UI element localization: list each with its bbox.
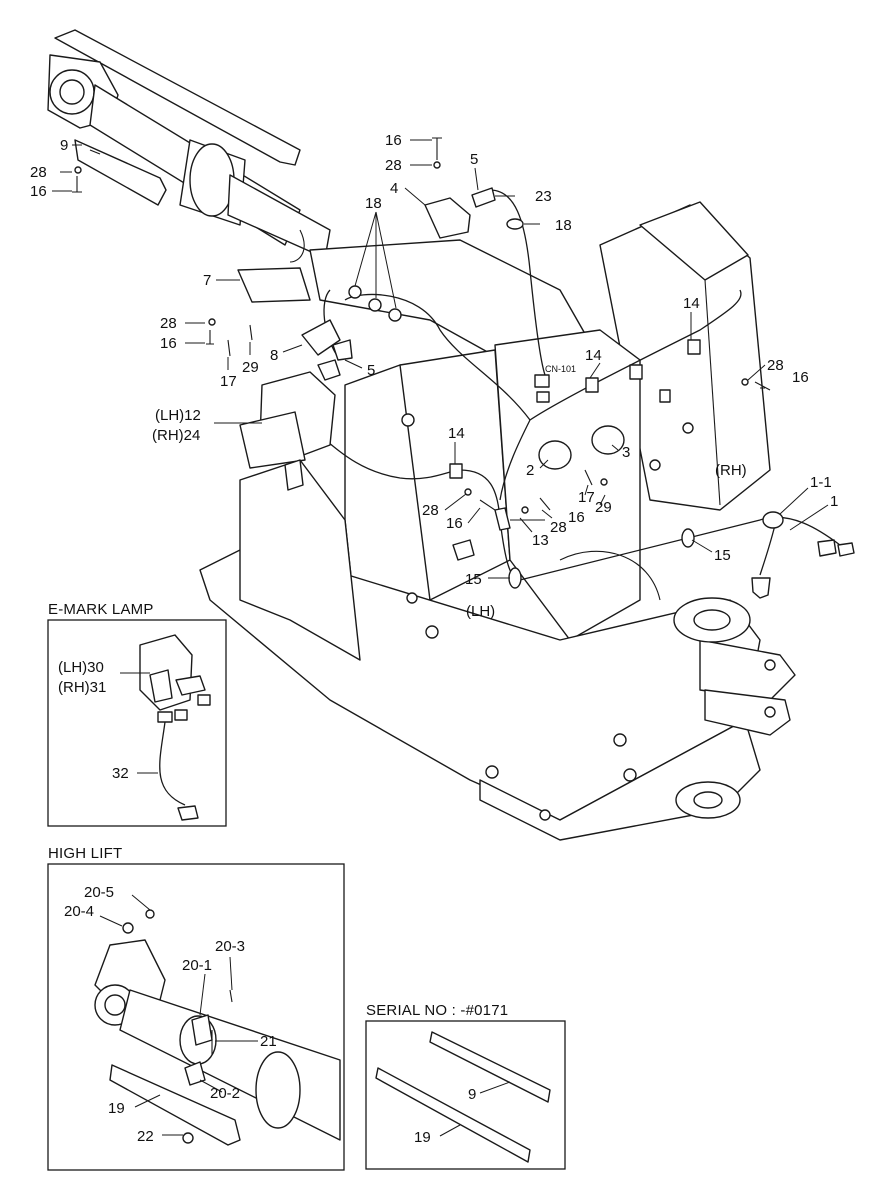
callout-29: 29 xyxy=(242,359,259,376)
callout-18: 18 xyxy=(365,195,382,212)
side-lh-label: (LH) xyxy=(466,603,495,620)
callout-20-3: 20-3 xyxy=(215,938,245,955)
side-rh-label: (RH) xyxy=(715,462,747,479)
boom-cylinder xyxy=(47,29,331,263)
callout-28: 28 xyxy=(767,357,784,374)
callout-5: 5 xyxy=(367,362,375,379)
callout-20-2: 20-2 xyxy=(210,1085,240,1102)
callout-32: 32 xyxy=(112,765,129,782)
callout-17: 17 xyxy=(220,373,237,390)
callout-16: 16 xyxy=(30,183,47,200)
callout-8: 8 xyxy=(270,347,278,364)
callout-9: 9 xyxy=(468,1086,476,1103)
callout-16: 16 xyxy=(160,335,177,352)
callout-21: 21 xyxy=(260,1033,277,1050)
serial-no-inset: SERIAL NO : -#0171 9 19 xyxy=(365,1002,566,1170)
callout-20-1: 20-1 xyxy=(182,957,212,974)
callout-1: 1 xyxy=(830,493,838,510)
inset-title: E-MARK LAMP xyxy=(48,601,154,618)
callout-14: 14 xyxy=(585,347,602,364)
callout-20-5: 20-5 xyxy=(84,884,114,901)
callout-3: 3 xyxy=(622,444,630,461)
callout-16: 16 xyxy=(385,132,402,149)
component-parts xyxy=(72,137,855,599)
callout-14: 14 xyxy=(683,295,700,312)
callout-23: 23 xyxy=(535,188,552,205)
leader-lines xyxy=(52,139,829,579)
callout-7: 7 xyxy=(203,272,211,289)
callout-rh-31: (RH)31 xyxy=(58,679,106,696)
callout-14: 14 xyxy=(448,425,465,442)
callout-16: 16 xyxy=(792,369,809,386)
callout-17: 17 xyxy=(578,489,595,506)
callout-28: 28 xyxy=(385,157,402,174)
callout-lh-30: (LH)30 xyxy=(58,659,104,676)
callout-labels: 9 28 16 16 28 5 4 23 18 18 7 28 16 29 17… xyxy=(30,132,838,620)
e-mark-lamp-inset: E-MARK LAMP (LH)30 (RH)31 32 xyxy=(47,601,227,827)
callout-28: 28 xyxy=(550,519,567,536)
callout-13: 13 xyxy=(532,532,549,549)
high-lift-inset: HIGH LIFT 20-5 20-4 20-3 20-1 21 20-2 19… xyxy=(47,845,345,1171)
connector-label: CN-101 xyxy=(545,364,576,374)
callout-1-1: 1-1 xyxy=(810,474,832,491)
callout-rh-24: (RH)24 xyxy=(152,427,200,444)
callout-16: 16 xyxy=(568,509,585,526)
callout-19: 19 xyxy=(414,1129,431,1146)
callout-22: 22 xyxy=(137,1128,154,1145)
callout-15: 15 xyxy=(465,571,482,588)
callout-28: 28 xyxy=(422,502,439,519)
callout-15: 15 xyxy=(714,547,731,564)
callout-16: 16 xyxy=(446,515,463,532)
callout-lh-12: (LH)12 xyxy=(155,407,201,424)
callout-28: 28 xyxy=(30,164,47,181)
inset-title: SERIAL NO : -#0171 xyxy=(366,1002,508,1019)
callout-2: 2 xyxy=(526,462,534,479)
callout-9: 9 xyxy=(60,137,68,154)
callout-29: 29 xyxy=(595,499,612,516)
bracket-9-top xyxy=(74,139,167,206)
inset-title: HIGH LIFT xyxy=(48,845,122,862)
callout-20-4: 20-4 xyxy=(64,903,94,920)
callout-28: 28 xyxy=(160,315,177,332)
callout-5: 5 xyxy=(470,151,478,168)
callout-18: 18 xyxy=(555,217,572,234)
callout-19: 19 xyxy=(108,1100,125,1117)
callout-4: 4 xyxy=(390,180,398,197)
